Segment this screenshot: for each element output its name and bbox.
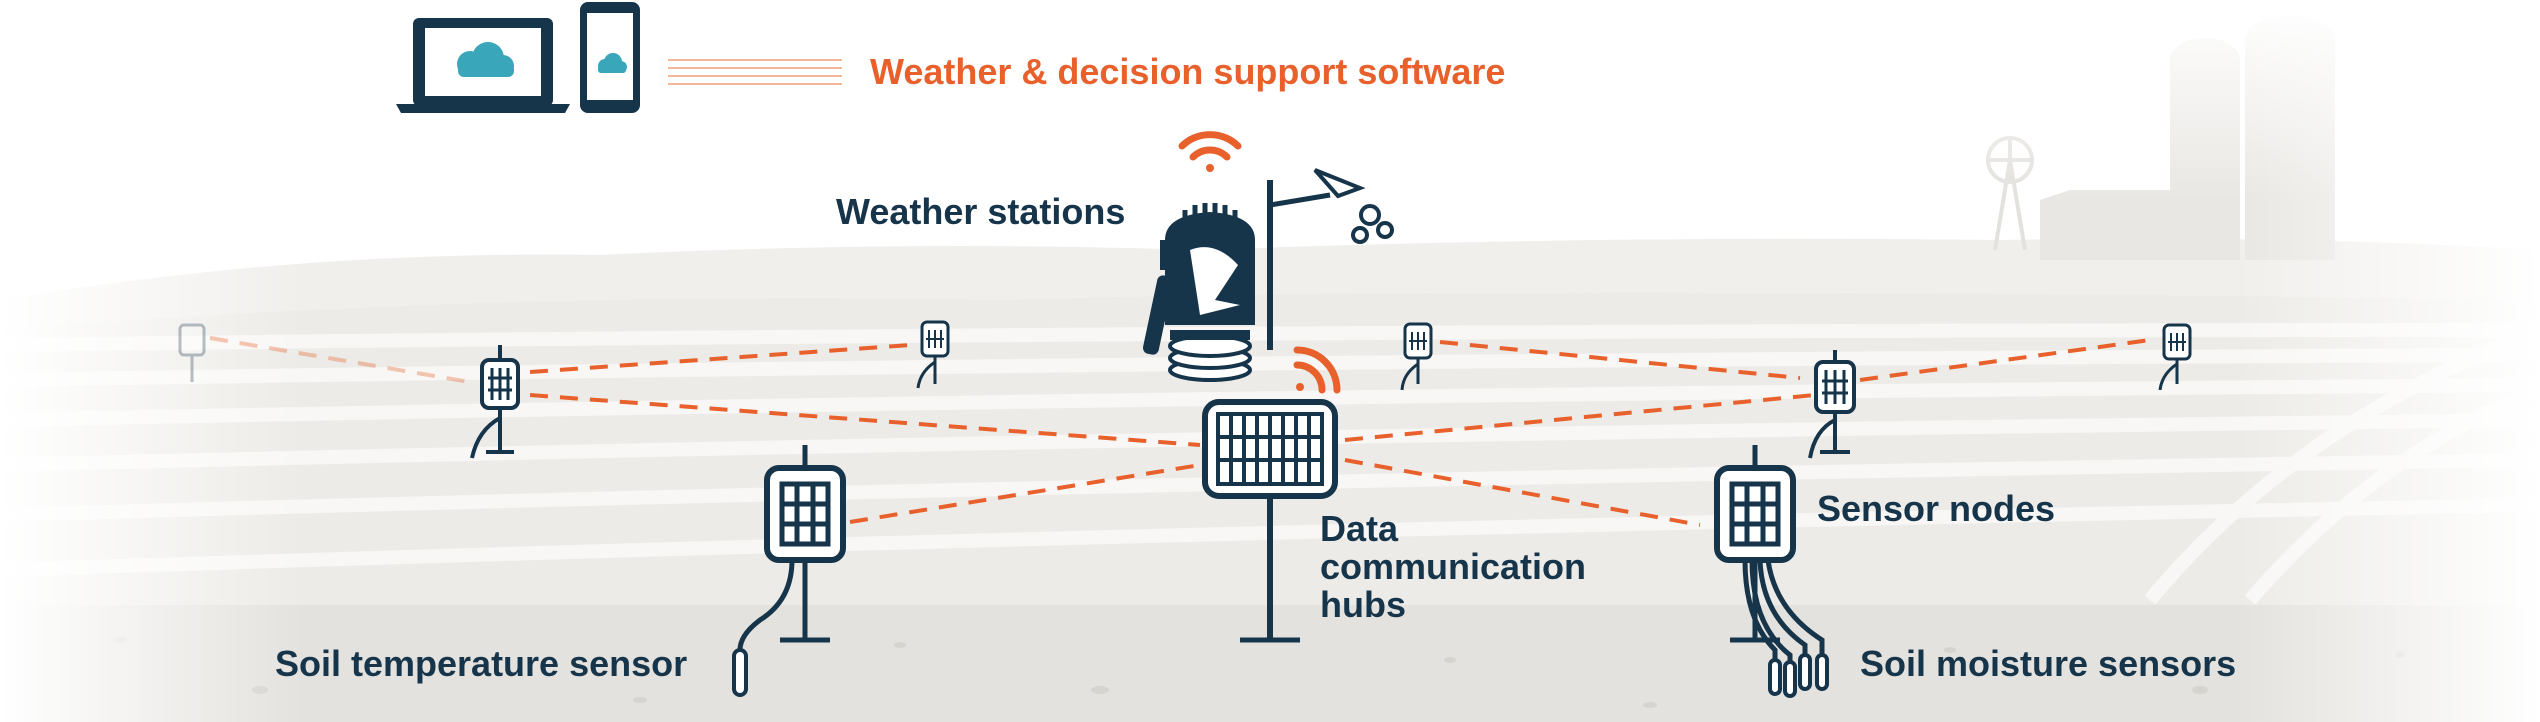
hubs-label-line1: Data	[1320, 508, 1399, 549]
hubs-label-line2: communication	[1320, 545, 1587, 587]
sensor-node-icon	[470, 345, 520, 459]
soil-moisture-sensor-icon	[1714, 445, 1829, 698]
cloud-icon	[457, 42, 514, 77]
cloud-icon	[598, 53, 627, 73]
sensor-nodes-label: Sensor nodes	[1817, 488, 2056, 529]
hub-icon	[1202, 399, 1338, 643]
sky-fade	[0, 0, 2540, 200]
weather-stations-label: Weather stations	[836, 191, 1126, 232]
sensor-node-icon	[2158, 323, 2192, 391]
hubs-label-line3: hubs	[1320, 583, 1406, 625]
laptop-icon	[396, 18, 570, 113]
sensor-node-icon	[916, 320, 950, 389]
wifi-signal-icon	[1178, 131, 1242, 172]
sensor-node-icon	[178, 323, 206, 382]
hubs-label: Data communication hubs	[1320, 510, 1586, 623]
weather-station-icon	[1142, 168, 1394, 382]
sensor-node-icon	[1400, 322, 1433, 391]
soil-temperature-sensor-icon	[732, 445, 846, 697]
soil-moisture-label: Soil moisture sensors	[1860, 643, 2237, 684]
connection-lines	[209, 336, 2151, 527]
software-label: Weather & decision support software	[870, 51, 1506, 92]
phone-icon	[580, 2, 640, 113]
sensor-node-icon	[1808, 350, 1856, 459]
software-link-lines	[668, 59, 842, 85]
soil-temperature-label: Soil temperature sensor	[275, 643, 688, 684]
wifi-signal-icon	[1293, 346, 1341, 394]
